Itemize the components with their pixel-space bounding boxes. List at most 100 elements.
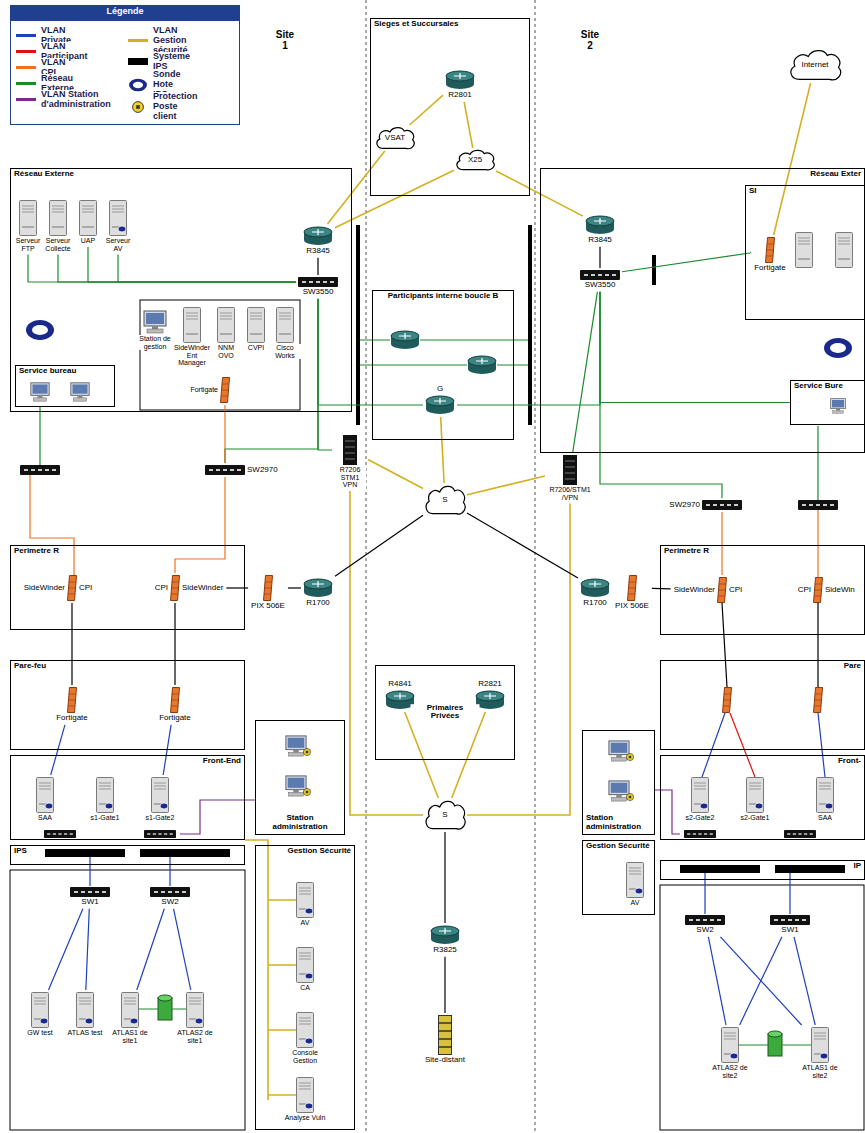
firewall-node: SideWinderCPI	[21, 573, 96, 603]
device-shape	[68, 576, 77, 601]
network-link	[467, 503, 570, 815]
device-icon	[67, 575, 77, 601]
device-shape	[152, 778, 169, 813]
device-shape	[144, 311, 166, 333]
region-title: Front-	[837, 757, 862, 766]
device-shape	[476, 691, 504, 709]
region-box: IPS	[10, 845, 245, 865]
device-icon	[765, 237, 775, 263]
device-icon	[76, 992, 94, 1028]
device-icon	[143, 310, 167, 334]
network-link	[224, 405, 225, 463]
site-title: Site 2	[580, 29, 600, 51]
legend-swatch	[16, 98, 36, 101]
device-icon	[151, 777, 169, 813]
device-label: VSAT	[384, 134, 406, 143]
network-link	[467, 476, 545, 495]
region-box: s2-Gate2s2-Gate1SAAFront-	[660, 755, 865, 840]
server-node: Serveur Collecte	[40, 198, 76, 254]
device-label: SW2970	[668, 501, 701, 510]
device-shape	[439, 1016, 452, 1055]
cloud-outline	[426, 801, 465, 829]
drawn-line	[817, 426, 818, 500]
legend-text: VLAN Station d'administration	[40, 90, 112, 110]
cloud-outline	[791, 51, 841, 80]
region-title: Réseau Exter	[809, 170, 862, 179]
network-link	[318, 299, 423, 405]
device-label: SW1	[80, 898, 99, 907]
network-link	[174, 603, 175, 685]
device-shape	[297, 948, 314, 983]
ips-probe	[700, 803, 708, 809]
server-node: s1-Gate2	[143, 775, 178, 824]
region-title: Réseau Externe	[13, 170, 75, 179]
switch-node: SW2970	[666, 498, 744, 512]
device-label: SW2970	[246, 466, 279, 475]
device-label: Analyse Vuln	[284, 1114, 327, 1122]
device-icon	[685, 915, 725, 925]
drawn-line	[655, 790, 680, 834]
device-icon	[702, 500, 742, 510]
network-link	[600, 292, 722, 498]
device-icon	[626, 862, 644, 898]
server-node: Cisco Works	[267, 305, 303, 361]
device-label: G	[436, 385, 444, 394]
ips-probe	[130, 1018, 138, 1024]
region-title: Service Bure	[793, 382, 844, 391]
device-label: Fortigate	[158, 714, 192, 723]
drawn-line	[730, 713, 755, 777]
device-icon	[20, 465, 60, 475]
region-title: Gestion Sécurité	[286, 847, 352, 856]
region-title: Participants interne boucle B	[387, 292, 500, 301]
device-label: CVPI	[247, 344, 265, 352]
server-node: ATLAS1 de site2	[797, 1025, 843, 1081]
device-label: R2801	[447, 91, 473, 100]
device-icon	[286, 776, 306, 796]
legend-swatch	[16, 82, 36, 85]
router-node: R3825	[428, 923, 462, 957]
server-node: GW test	[24, 990, 55, 1039]
device-icon	[296, 1012, 314, 1048]
drawn-line	[39, 407, 40, 465]
region-title: Front-End	[202, 757, 242, 766]
device-label: SW2	[160, 898, 179, 907]
device-label: CPI	[154, 584, 169, 593]
device-shape	[770, 915, 810, 925]
ips-probe	[105, 803, 113, 809]
legend-swatch	[16, 66, 36, 69]
server-node: NNM OVO	[208, 305, 244, 361]
drawn-line	[360, 340, 528, 365]
device-label: Serveur Collecte	[42, 237, 74, 252]
device-label: GW test	[26, 1029, 53, 1037]
router-node: R1700	[301, 576, 335, 610]
device-shape	[692, 778, 709, 813]
device-label: SW1	[780, 926, 799, 935]
region-box: AVCAConsole GestionAnalyse VulnGestion S…	[255, 845, 355, 1130]
site-separator	[366, 0, 535, 1133]
device-label: R1700	[582, 599, 608, 608]
server-node: AV	[294, 880, 316, 929]
firewall-node: Fortigate	[156, 685, 194, 725]
server-node: Console Gestion	[280, 1010, 330, 1066]
drawn-shape	[10, 870, 245, 1130]
switch-node: SW3550	[578, 268, 622, 292]
device-icon	[247, 307, 265, 343]
device-icon	[186, 992, 204, 1028]
firewall-node: CPISideWin	[795, 575, 858, 605]
device-icon	[26, 320, 54, 340]
legend-swatch	[128, 58, 148, 65]
device-icon	[303, 226, 333, 246]
device-shape	[627, 863, 644, 898]
device-icon	[723, 688, 732, 713]
ips-probe	[305, 1103, 313, 1109]
vlan-wire	[30, 340, 825, 1100]
legend-swatch	[16, 50, 36, 53]
legend-symbol	[128, 78, 148, 92]
device-shape	[580, 270, 620, 280]
server-node: Serveur FTP	[10, 198, 46, 254]
region-box: FortigateSIR3845SW3550Service BureRéseau…	[540, 168, 865, 453]
server-node: AV	[624, 860, 646, 909]
device-shape	[205, 465, 245, 475]
device-icon	[276, 307, 294, 343]
network-link	[464, 102, 473, 148]
